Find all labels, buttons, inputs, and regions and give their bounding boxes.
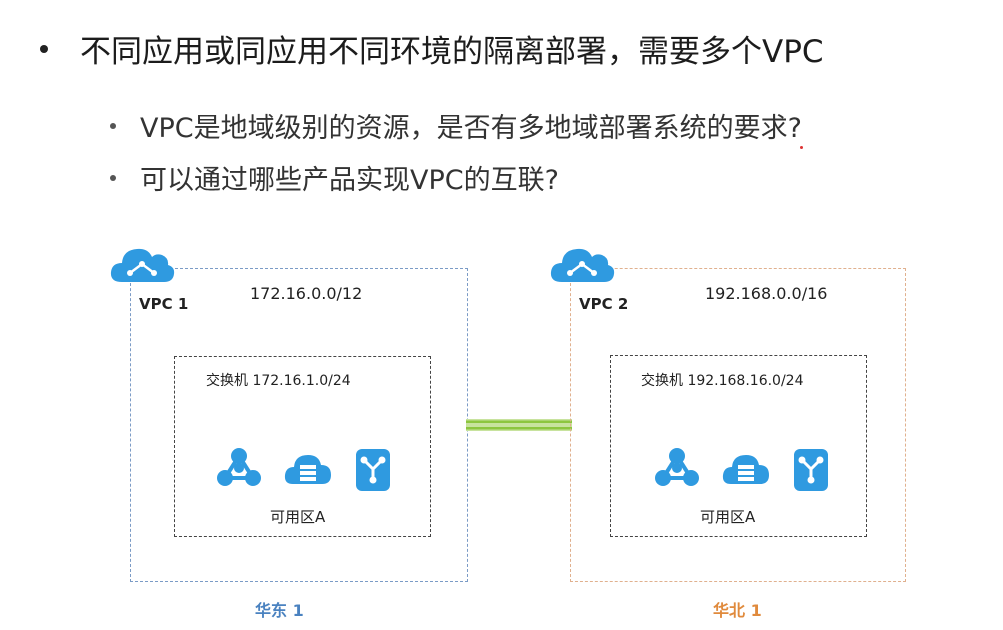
bullet-sub-2-text: 可以通过哪些产品实现VPC的互联? [140,165,559,196]
vpc-1-region-label: 华东 1 [255,601,304,620]
bullet-main: 不同应用或同应用不同环境的隔离部署，需要多个VPC [40,26,824,71]
network-node-icon [655,448,699,486]
cloud-storage-icon [284,455,331,484]
vpc-1-cidr: 172.16.0.0/12 [250,284,363,303]
bullet-dot [40,44,48,53]
bullet-dot [110,122,116,129]
vpc-2-box [570,268,906,582]
vpc-2-cloud-icon [550,248,615,282]
bullet-sub-1: VPC是地域级别的资源，是否有多地域部署系统的要求? [110,106,802,145]
router-icon [794,449,828,491]
vpc-1-zone-box [174,356,431,537]
vpc-1-zone-label: 可用区A [270,508,326,526]
bullet-sub-1-text: VPC是地域级别的资源，是否有多地域部署系统的要求? [140,113,802,144]
annotation-mark [800,146,803,149]
vpc-1-cloud-icon [110,248,175,282]
vpc-2-region-label: 华北 1 [713,601,762,620]
vpc-2-zone-box [610,355,867,537]
router-icon [356,449,390,491]
vpc-2-switch-label: 交换机 192.168.16.0/24 [641,373,804,389]
bullet-main-text: 不同应用或同应用不同环境的隔离部署，需要多个VPC [80,34,824,70]
vpc-2-zone-label: 可用区A [700,508,756,526]
vpc-2-cidr: 192.168.0.0/16 [705,284,828,303]
vpc-2-label: VPC 2 [579,295,629,313]
bullet-sub-2: 可以通过哪些产品实现VPC的互联? [110,158,559,197]
cloud-storage-icon [722,455,769,484]
network-node-icon [217,448,261,486]
vpc-peering-connector [466,419,572,431]
bullet-dot [110,174,116,181]
vpc-1-switch-label: 交换机 172.16.1.0/24 [206,373,351,389]
vpc-1-label: VPC 1 [139,295,189,313]
